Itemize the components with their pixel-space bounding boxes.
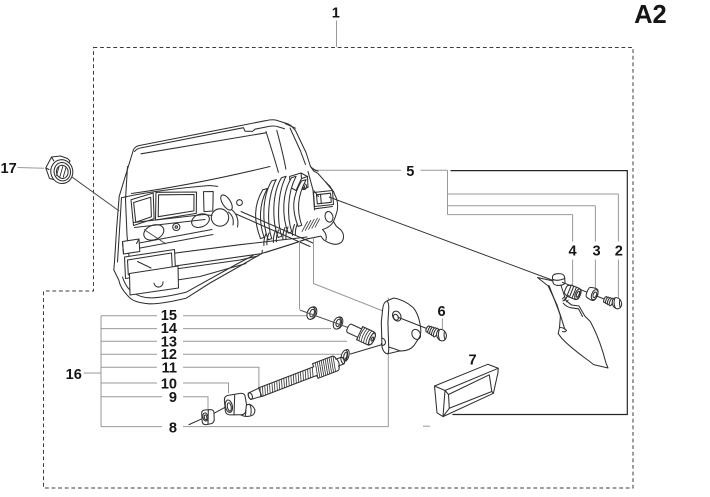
svg-text:15: 15 [161, 308, 177, 324]
svg-text:6: 6 [438, 304, 446, 320]
svg-text:13: 13 [161, 334, 177, 350]
svg-text:3: 3 [593, 243, 601, 259]
svg-text:7: 7 [468, 352, 476, 368]
svg-text:1: 1 [332, 6, 340, 22]
svg-text:5: 5 [406, 164, 414, 180]
svg-text:9: 9 [169, 390, 177, 406]
svg-text:10: 10 [161, 377, 177, 393]
svg-text:4: 4 [568, 243, 577, 259]
svg-text:11: 11 [162, 360, 177, 376]
svg-text:16: 16 [66, 367, 82, 383]
svg-text:17: 17 [0, 161, 16, 177]
svg-text:2: 2 [615, 243, 623, 259]
svg-text:14: 14 [161, 321, 178, 337]
svg-text:12: 12 [161, 347, 177, 363]
svg-text:A2: A2 [634, 1, 667, 29]
svg-text:8: 8 [169, 420, 177, 436]
